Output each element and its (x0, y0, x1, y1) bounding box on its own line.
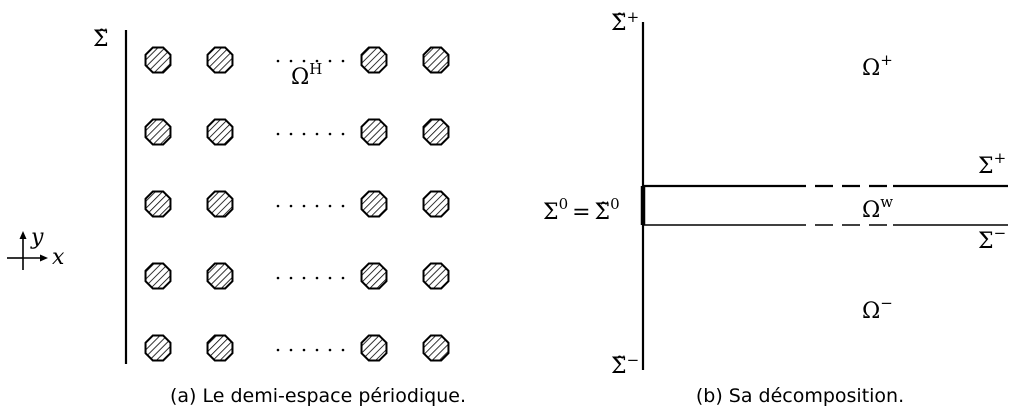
bottom-boundary-label: Σ̃− (611, 351, 639, 379)
panel-a: Σ̃ ΩH y x (a) Le demi-espace périodique. (7, 27, 466, 407)
boundary-label: Σ̃ (93, 27, 109, 52)
periodic-obstacle (360, 262, 388, 290)
ellipsis-dot (315, 348, 319, 352)
periodic-obstacle (144, 190, 172, 218)
ellipsis-dot (315, 276, 319, 280)
ellipsis-dot (315, 59, 319, 63)
ellipsis-dot (341, 276, 345, 280)
periodic-obstacle (360, 190, 388, 218)
omega-w-label: Ωw (862, 193, 893, 223)
ellipsis-dot (341, 132, 345, 136)
ellipsis-dot (302, 132, 306, 136)
periodic-obstacle (422, 190, 450, 218)
periodic-obstacle (422, 262, 450, 290)
omega-h-label: ΩH (291, 60, 322, 90)
ellipsis-dot (276, 204, 280, 208)
periodic-obstacle (144, 262, 172, 290)
ellipsis-dot (328, 132, 332, 136)
obstacle-grid (144, 46, 450, 362)
ellipsis-dot (276, 276, 280, 280)
periodic-obstacle (144, 334, 172, 362)
ellipsis-dot (302, 59, 306, 63)
panel-b: Σ̃+ Σ̃− Σ0=Σ̃0 Σ+ Σ− Ω+ Ωw Ω− (b) Sa déc… (543, 8, 1008, 407)
ellipsis-dot (328, 276, 332, 280)
ellipsis-dot (289, 204, 293, 208)
sigma-plus-label: Σ+ (978, 149, 1006, 179)
coordinate-axes: y x (7, 225, 65, 270)
ellipsis-dot (276, 59, 280, 63)
ellipsis-dot (276, 348, 280, 352)
ellipsis-dot (302, 276, 306, 280)
ellipsis-dot (341, 204, 345, 208)
periodic-obstacle (422, 46, 450, 74)
top-boundary-label: Σ̃+ (611, 8, 639, 36)
y-axis-label: y (30, 225, 44, 250)
omega-minus-label: Ω− (862, 294, 893, 324)
ellipsis-dot (328, 348, 332, 352)
ellipsis-dot (289, 348, 293, 352)
ellipsis-dot (315, 132, 319, 136)
periodic-obstacle (360, 46, 388, 74)
sigma-zero-equation: Σ0=Σ̃0 (543, 195, 620, 225)
omega-plus-label: Ω+ (862, 51, 893, 81)
ellipsis-dot (328, 204, 332, 208)
periodic-obstacle (206, 334, 234, 362)
caption-b: (b) Sa décomposition. (696, 385, 904, 407)
caption-a: (a) Le demi-espace périodique. (170, 385, 466, 407)
periodic-obstacle (422, 334, 450, 362)
ellipsis-dot (341, 59, 345, 63)
periodic-obstacle (144, 118, 172, 146)
ellipsis-dot (328, 59, 332, 63)
sigma-minus-label: Σ− (978, 224, 1006, 254)
periodic-obstacle (206, 46, 234, 74)
x-axis-label: x (52, 245, 65, 270)
periodic-obstacle (360, 334, 388, 362)
ellipsis-dot (289, 59, 293, 63)
periodic-obstacle (206, 118, 234, 146)
ellipsis-dot (289, 132, 293, 136)
ellipsis-dot (276, 132, 280, 136)
ellipsis-dot (302, 204, 306, 208)
periodic-obstacle (206, 190, 234, 218)
ellipsis-dot (341, 348, 345, 352)
ellipsis-dot (302, 348, 306, 352)
periodic-obstacle (422, 118, 450, 146)
ellipsis-dot (315, 204, 319, 208)
periodic-obstacle (360, 118, 388, 146)
ellipsis-dot (289, 276, 293, 280)
periodic-obstacle (206, 262, 234, 290)
periodic-obstacle (144, 46, 172, 74)
